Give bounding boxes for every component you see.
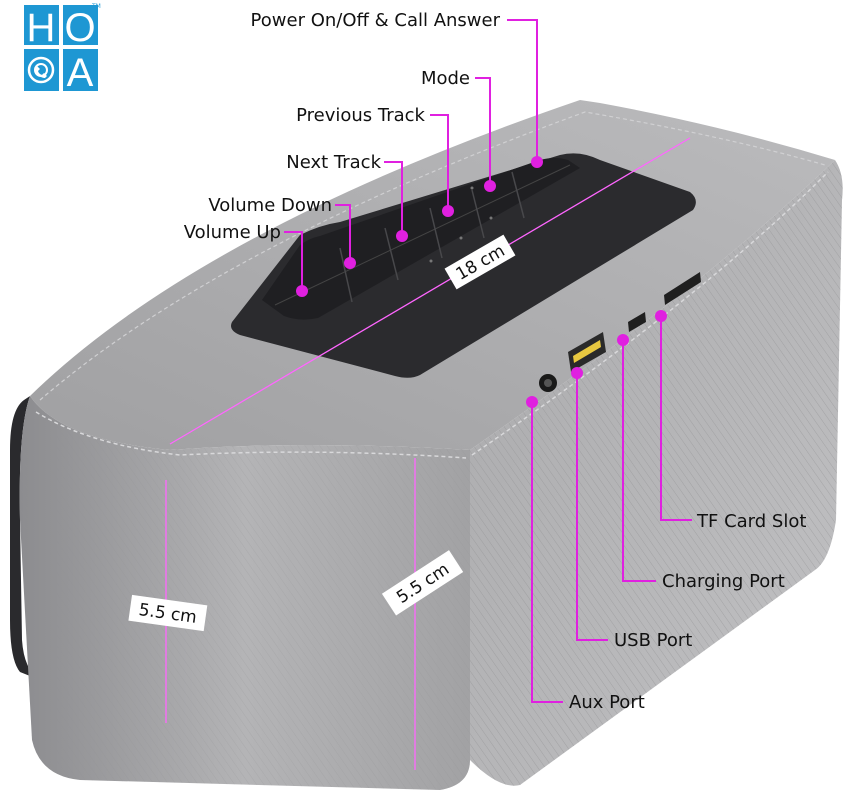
speaker-body bbox=[10, 100, 843, 790]
aux-jack bbox=[539, 374, 557, 392]
logo-trademark: TM bbox=[91, 3, 101, 10]
tf-slot bbox=[664, 272, 701, 305]
charging-slot bbox=[628, 312, 646, 332]
label-previous-track: Previous Track bbox=[296, 105, 425, 126]
callout-lines bbox=[284, 19, 692, 703]
label-volume-up: Volume Up bbox=[184, 222, 281, 243]
label-charging-port: Charging Port bbox=[662, 571, 785, 592]
phone-swirl-icon bbox=[27, 56, 55, 84]
hoa-logo: H O A TM bbox=[24, 3, 101, 95]
label-power: Power On/Off & Call Answer bbox=[251, 10, 501, 31]
label-next-track: Next Track bbox=[286, 152, 381, 173]
logo-letter-a: A bbox=[67, 51, 94, 95]
label-tf-card-slot: TF Card Slot bbox=[696, 511, 806, 532]
logo-letter-o: O bbox=[64, 6, 95, 50]
label-usb-port: USB Port bbox=[614, 630, 692, 651]
label-volume-down: Volume Down bbox=[208, 195, 332, 216]
logo-letter-h: H bbox=[27, 6, 56, 50]
label-aux-port: Aux Port bbox=[569, 692, 645, 713]
button-dividers bbox=[339, 171, 525, 303]
callout-dots bbox=[296, 156, 667, 408]
label-mode: Mode bbox=[421, 68, 470, 89]
